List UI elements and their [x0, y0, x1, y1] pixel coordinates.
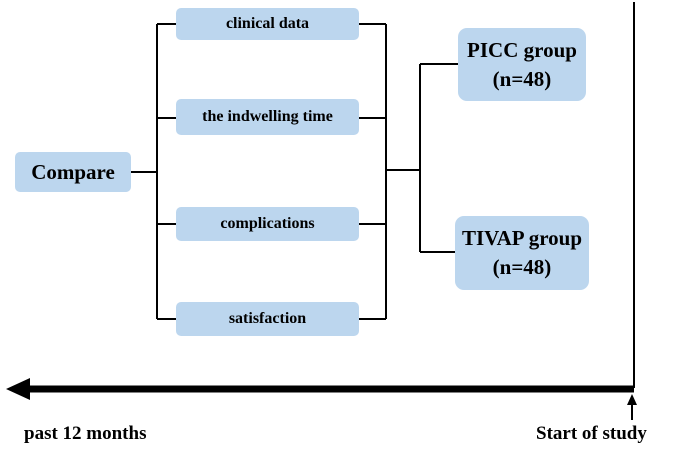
criterion-label: the indwelling time [202, 108, 333, 125]
group-count: (n=48) [492, 66, 552, 91]
timeline-left-label: past 12 months [24, 423, 147, 444]
criterion-complications: complications [176, 207, 359, 241]
start-marker-arrow [627, 394, 637, 420]
compare-box: Compare [15, 152, 131, 192]
criterion-label: complications [220, 215, 315, 232]
group-name: PICC group [467, 37, 577, 62]
group-count: (n=48) [492, 255, 552, 279]
tivap-group-box: TIVAP group (n=48) [455, 216, 589, 290]
timeline-right-label: Start of study [536, 423, 647, 444]
picc-group-box: PICC group (n=48) [458, 28, 586, 101]
criterion-label: satisfaction [228, 310, 307, 327]
criterion-clinical-data: clinical data [176, 8, 359, 40]
criterion-label: clinical data [225, 15, 310, 32]
criterion-indwelling-time: the indwelling time [176, 99, 359, 135]
criterion-satisfaction: satisfaction [176, 302, 359, 336]
compare-label: Compare [31, 159, 115, 184]
timeline-arrow [6, 378, 634, 400]
group-name: TIVAP group [461, 226, 583, 250]
